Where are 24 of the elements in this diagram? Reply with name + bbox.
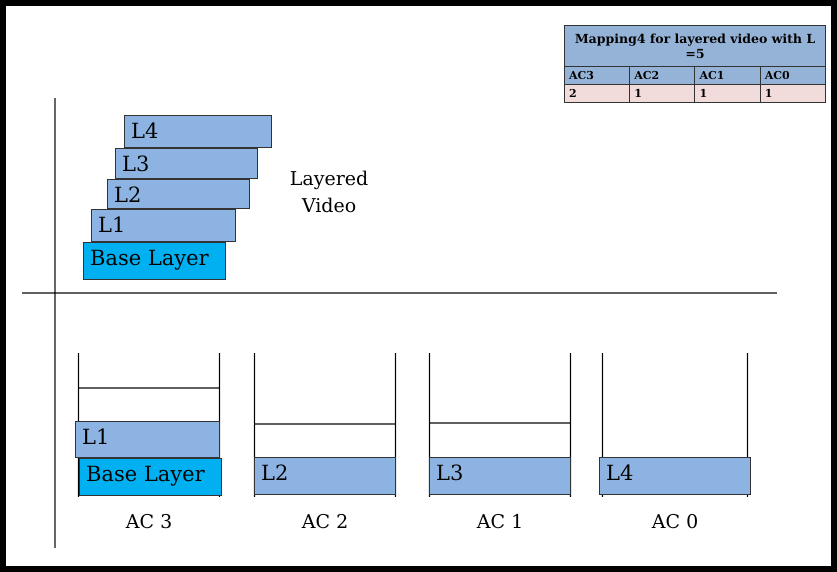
table-header: AC1: [694, 66, 760, 84]
layer-box: Base Layer: [79, 458, 222, 496]
queue-label: AC 2: [300, 511, 350, 533]
layer-box: L4: [599, 457, 751, 495]
layer-box: L3: [115, 148, 258, 179]
table-cell: 1: [694, 84, 760, 102]
table-cell: 1: [760, 84, 826, 102]
layer-box: L4: [124, 115, 272, 148]
caption-text: Layered Video: [288, 167, 370, 219]
layer-box: L1: [91, 209, 236, 242]
queue-label: AC 1: [476, 511, 524, 533]
table-cell: 2: [564, 84, 630, 102]
table-header: AC0: [760, 66, 826, 84]
queue-label: AC 0: [650, 511, 700, 533]
layer-box: L3: [429, 457, 571, 495]
table-title: Mapping4 for layered video with L =5: [564, 26, 826, 66]
layer-box: L1: [75, 421, 220, 458]
table-cell: 1: [630, 84, 695, 102]
layer-box: L2: [254, 457, 396, 495]
layer-box: L2: [107, 179, 250, 209]
layer-box: Base Layer: [83, 242, 226, 280]
table-header: AC3: [564, 66, 630, 84]
queue-label: AC 3: [124, 511, 174, 533]
table-header: AC2: [630, 66, 695, 84]
